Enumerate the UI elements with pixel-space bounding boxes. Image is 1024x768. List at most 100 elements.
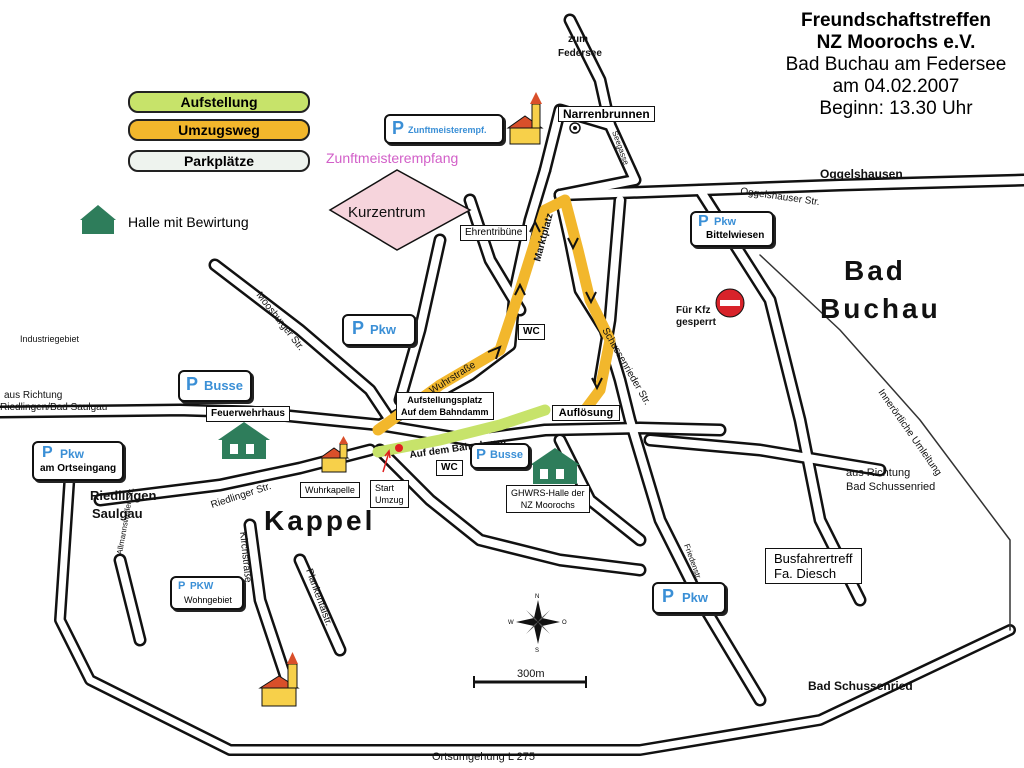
ghwrs-line1: GHWRS-Halle der (511, 488, 585, 498)
label-busfahrertreff: Busfahrertreff Fa. Diesch (765, 548, 862, 584)
aufstellungsplatz-line1: Aufstellungsplatz (407, 395, 483, 405)
event-header: Freundschaftstreffen NZ Moorochs e.V. Ba… (776, 10, 1016, 120)
parking-busse-left: P Busse (178, 370, 252, 402)
busfahrer-line1: Busfahrertreff (774, 551, 853, 566)
street-innerortliche: Innerörtliche Umleitung (876, 387, 944, 478)
kurzentrum-shape (328, 169, 472, 251)
parking-p-icon: P (662, 586, 675, 606)
label-ortsumgehung: Ortsumgehung L 275 (432, 751, 535, 763)
event-location: Bad Buchau am Federsee (785, 54, 1007, 75)
legend-parkplaetze: Parkplätze (128, 150, 310, 172)
parking-zunftmeister: P Zunftmeisterempf. (384, 114, 504, 144)
assembly-route (372, 404, 551, 458)
road-network (0, 13, 1024, 756)
event-club: NZ Moorochs e.V. (816, 32, 976, 53)
compass-rose-icon: N S W O (508, 594, 567, 654)
label-kurzentrum: Kurzentrum (348, 204, 426, 221)
label-wc-2: WC (436, 460, 463, 476)
compass-w: W (508, 620, 514, 626)
parking-label: Pkw (370, 322, 397, 337)
label-fuer-kfz: Für Kfz (676, 305, 710, 316)
parking-p-icon: P (42, 444, 53, 461)
start-marker (382, 444, 403, 473)
parking-pkw-center: P Pkw (342, 314, 416, 346)
parking-busse-center: P Busse (470, 443, 530, 469)
label-aufstellungsplatz: Aufstellungsplatz Auf dem Bahndamm (396, 392, 494, 420)
parking-label: Busse (204, 378, 244, 393)
feuerwehrhaus-hall-icon (218, 422, 270, 459)
start-line2: Umzug (375, 495, 404, 505)
event-date: am 04.02.2007 (832, 76, 960, 97)
label-riedlingen: Riedlingen (90, 488, 157, 503)
label-bad: Bad (844, 255, 906, 286)
aufstellungsplatz-line2: Auf dem Bahndamm (401, 407, 489, 417)
parking-pkw-bottom: P Pkw (652, 582, 726, 614)
label-federsee: Federsee (558, 48, 602, 59)
parking-label: Busse (490, 449, 524, 461)
parking-p-icon: P (392, 118, 405, 138)
parking-p-icon: P (186, 374, 199, 394)
event-title: Freundschaftstreffen (800, 10, 992, 31)
parking-sublabel: Bittelwiesen (706, 230, 765, 241)
parking-p-icon: P (698, 213, 709, 230)
label-bad-schussenried: Bad Schussenried (808, 679, 913, 693)
label-industriegebiet: Industriegebiet (20, 334, 80, 344)
label-aus-richtung: aus Richtung (4, 390, 62, 401)
no-entry-icon (715, 288, 745, 318)
label-buchau: Buchau (820, 293, 941, 324)
label-bad-schussenried-dir: Bad Schussenried (846, 481, 935, 493)
parking-p-icon: P (178, 580, 186, 592)
busfahrer-line2: Fa. Diesch (774, 566, 837, 581)
wuhrkapelle-church-icon (318, 436, 350, 473)
parking-bittelwiesen: P Pkw Bittelwiesen (690, 211, 774, 247)
compass-n: N (535, 594, 539, 600)
legend-umzugsweg: Umzugsweg (128, 119, 310, 141)
label-ghwrs: GHWRS-Halle der NZ Moorochs (506, 485, 590, 513)
label-zum: zum (568, 34, 588, 45)
ghwrs-hall-icon (530, 448, 580, 484)
route-arrows (487, 219, 603, 391)
parking-label: Pkw (714, 216, 737, 228)
parking-label: Pkw (682, 590, 709, 605)
label-oggelshausen: Oggelshausen (820, 167, 903, 181)
compass-o: O (562, 620, 567, 626)
parking-pkw-ortseingang: P Pkw am Ortseingang (32, 441, 124, 481)
legend-halle: Halle mit Bewirtung (128, 214, 249, 230)
parade-route (372, 194, 616, 436)
label-saulgau: Saulgau (92, 506, 143, 521)
label-kappel: Kappel (264, 505, 375, 536)
ghwrs-line2: NZ Moorochs (520, 500, 575, 510)
church-icon (506, 92, 544, 145)
label-start-umzug: Start Umzug (370, 480, 409, 508)
label-aus-richtung-schussenried: aus Richtung (846, 467, 910, 479)
label-aufloesung: Auflösung (552, 405, 620, 421)
parking-label: PKW (190, 581, 214, 592)
label-narrenbrunnen: Narrenbrunnen (558, 106, 655, 122)
scale-bar (473, 676, 587, 688)
parking-label: Pkw (60, 447, 85, 461)
event-start: Beginn: 13.30 Uhr (819, 98, 973, 119)
parking-p-icon: P (352, 318, 365, 338)
legend-aufstellung: Aufstellung (128, 91, 310, 113)
label-wuhrkapelle: Wuhrkapelle (300, 482, 360, 498)
start-line1: Start (375, 483, 395, 493)
parking-p-icon: P (476, 446, 487, 463)
street-seegasse: Seegasse (610, 130, 631, 167)
street-kirchstrasse: Kirchstraße (237, 531, 253, 583)
kappel-church-icon (258, 652, 300, 707)
label-zunftmeisterempfang: Zunftmeisterempfang (326, 150, 458, 166)
fountain-icon (569, 122, 581, 134)
label-feuerwehrhaus: Feuerwehrhaus (206, 406, 290, 422)
label-scale: 300m (517, 668, 545, 680)
compass-s: S (535, 648, 539, 654)
parking-sublabel: am Ortseingang (40, 463, 117, 474)
parking-sublabel: Wohngebiet (184, 595, 232, 605)
parking-label: Zunftmeisterempf. (408, 125, 487, 135)
label-gesperrt: gesperrt (676, 317, 717, 328)
label-wc-1: WC (518, 324, 545, 340)
hall-icon (80, 205, 116, 234)
parking-wohngebiet: P PKW Wohngebiet (170, 576, 244, 610)
street-plankentalstr: Plankentalstr. (303, 567, 334, 627)
label-ehrentribune: Ehrentribüne (460, 225, 528, 241)
